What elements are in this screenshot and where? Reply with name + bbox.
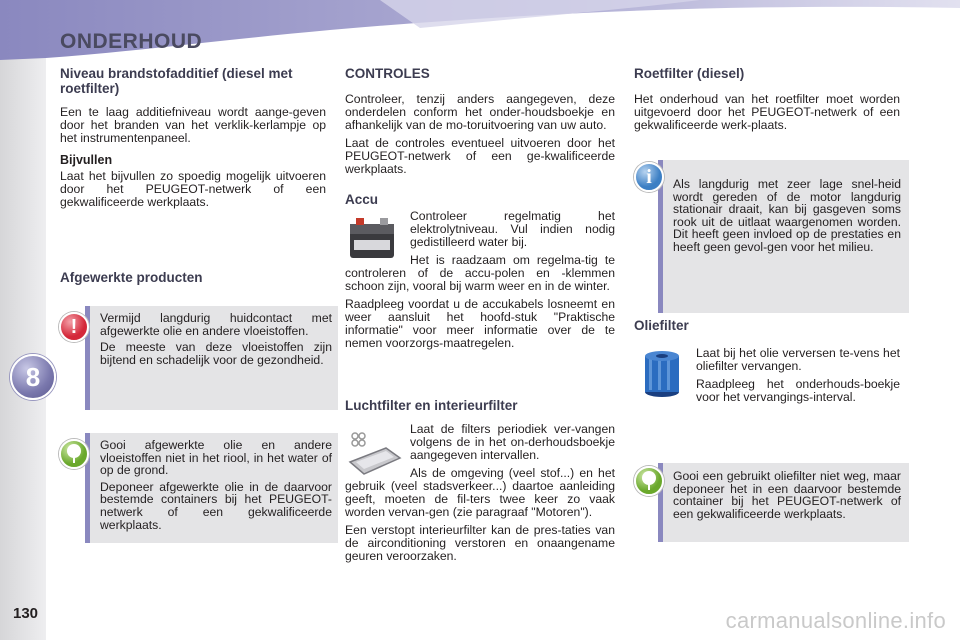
- watermark: carmanualsonline.info: [725, 608, 946, 633]
- page-title: ONDERHOUD: [60, 30, 203, 53]
- particle-filter-heading: Roetfilter (diesel): [634, 66, 745, 81]
- cabin-filter-paragraph-1: Laat de filters periodiek ver-vangen vol…: [410, 422, 615, 462]
- chapter-badge: 8: [10, 354, 56, 400]
- cabin-filter-heading: Luchtfilter en interieurfilter: [345, 398, 518, 413]
- controls-section: CONTROLES Controleer, tenzij anders aang…: [345, 66, 615, 181]
- oil-filter-icon: [645, 351, 679, 397]
- particle-filter-section: Roetfilter (diesel) Het onderhoud van he…: [634, 66, 900, 137]
- eco-box-left: Gooi afgewerkte olie en andere vloeistof…: [85, 433, 338, 543]
- oil-filter-paragraph-2: Raadpleeg het onderhouds-boekje voor het…: [696, 377, 900, 404]
- oil-filter-section: Oliefilter Laat bij het olie verversen t…: [634, 318, 900, 409]
- battery-paragraph-1: Controleer regelmatig het elektrolytnive…: [410, 209, 615, 249]
- header-wave-decoration: [0, 0, 960, 60]
- warning-text-2: De meeste van deze vloeistoffen zijn bij…: [100, 340, 332, 367]
- controls-heading: CONTROLES: [345, 66, 430, 81]
- info-text: Als langdurig met zeer lage snel-heid wo…: [673, 177, 901, 254]
- controls-paragraph-2: Laat de controles eventueel uitvoeren do…: [345, 136, 615, 176]
- warning-icon: !: [59, 312, 89, 342]
- cabin-filter-paragraph-3: Een verstopt interieurfilter kan de pres…: [345, 523, 615, 563]
- cabin-filter-section: Luchtfilter en interieurfilter Laat de f…: [345, 398, 615, 568]
- battery-heading: Accu: [345, 192, 379, 207]
- tree-icon: [59, 439, 89, 469]
- tree-icon: [634, 466, 664, 496]
- info-box: Als langdurig met zeer lage snel-heid wo…: [658, 160, 909, 313]
- warning-text-1: Vermijd langdurig huidcontact met afgewe…: [100, 311, 332, 338]
- products-section: Afgewerkte producten: [60, 270, 326, 285]
- eco-left-text-1: Gooi afgewerkte olie en andere vloeistof…: [100, 438, 332, 478]
- eco-left-text-2: Deponeer afgewerkte olie in de daarvoor …: [100, 479, 332, 532]
- eco-right-text: Gooi een gebruikt oliefilter niet weg, m…: [673, 469, 901, 521]
- controls-paragraph-1: Controleer, tenzij anders aangegeven, de…: [345, 92, 615, 132]
- oil-filter-paragraph-1: Laat bij het olie verversen te-vens het …: [696, 346, 900, 373]
- additive-paragraph: Een te laag additiefniveau wordt aange-g…: [60, 105, 326, 145]
- eco-box-right: Gooi een gebruikt oliefilter niet weg, m…: [658, 463, 909, 542]
- cabin-filter-paragraph-2: Als de omgeving (veel stof...) en het ge…: [345, 466, 615, 519]
- air-filter-icon: [348, 432, 402, 475]
- page-number: 130: [13, 605, 39, 622]
- oil-filter-heading: Oliefilter: [634, 318, 689, 333]
- refill-subheading: Bijvullen: [60, 153, 113, 167]
- battery-icon: [350, 218, 394, 258]
- page-sidebar: [0, 0, 46, 640]
- warning-box: Vermijd langdurig huidcontact met afgewe…: [85, 306, 338, 410]
- additive-section: Niveau brandstofadditief (diesel met roe…: [60, 66, 326, 214]
- battery-section: Accu Controleer regelmatig het elektroly…: [345, 192, 615, 355]
- battery-paragraph-2: Het is raadzaam om regelma-tig te contro…: [345, 253, 615, 293]
- info-icon: i: [634, 162, 664, 192]
- additive-heading: Niveau brandstofadditief (diesel met roe…: [60, 66, 293, 96]
- particle-filter-paragraph: Het onderhoud van het roetfilter moet wo…: [634, 92, 900, 132]
- products-heading: Afgewerkte producten: [60, 270, 203, 285]
- refill-paragraph: Laat het bijvullen zo spoedig mogelijk u…: [60, 169, 326, 209]
- battery-paragraph-3: Raadpleeg voordat u de accukabels losnee…: [345, 297, 615, 350]
